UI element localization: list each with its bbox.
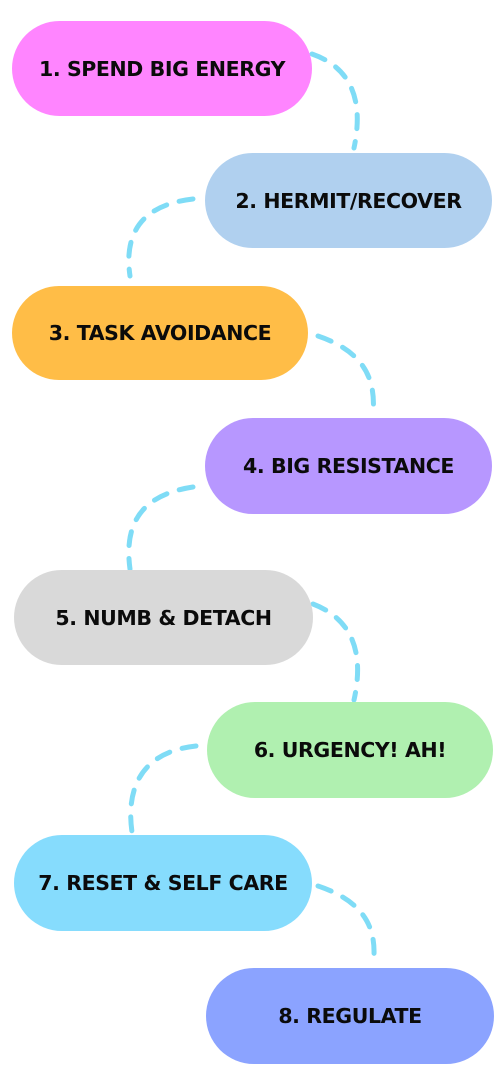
connector-3-4 [315,333,376,417]
step-label: 6. URGENCY! AH! [253,738,447,762]
step-2-hermit-recover: 2. HERMIT/RECOVER [205,153,492,248]
step-4-big-resistance: 4. BIG RESISTANCE [205,418,492,514]
connector-2-3 [126,196,196,279]
step-6-urgency: 6. URGENCY! AH! [207,702,493,798]
step-label: 7. RESET & SELF CARE [38,871,288,895]
step-7-reset-self-care: 7. RESET & SELF CARE [14,835,312,931]
step-label: 2. HERMIT/RECOVER [235,188,462,213]
step-5-numb-detach: 5. NUMB & DETACH [14,570,313,665]
connector-6-7 [128,743,199,835]
step-1-spend-big-energy: 1. SPEND BIG ENERGY [12,21,312,116]
step-label: 4. BIG RESISTANCE [242,454,454,478]
step-label: 3. TASK AVOIDANCE [48,321,272,345]
connector-7-8 [315,883,377,969]
step-3-task-avoidance: 3. TASK AVOIDANCE [12,286,308,380]
step-label: 8. REGULATE [278,1004,422,1028]
step-8-regulate: 8. REGULATE [206,968,494,1064]
connector-5-6 [310,601,361,703]
step-label: 1. SPEND BIG ENERGY [38,56,286,81]
connector-4-5 [126,484,196,572]
connector-1-2 [309,51,360,151]
step-label: 5. NUMB & DETACH [55,605,272,630]
